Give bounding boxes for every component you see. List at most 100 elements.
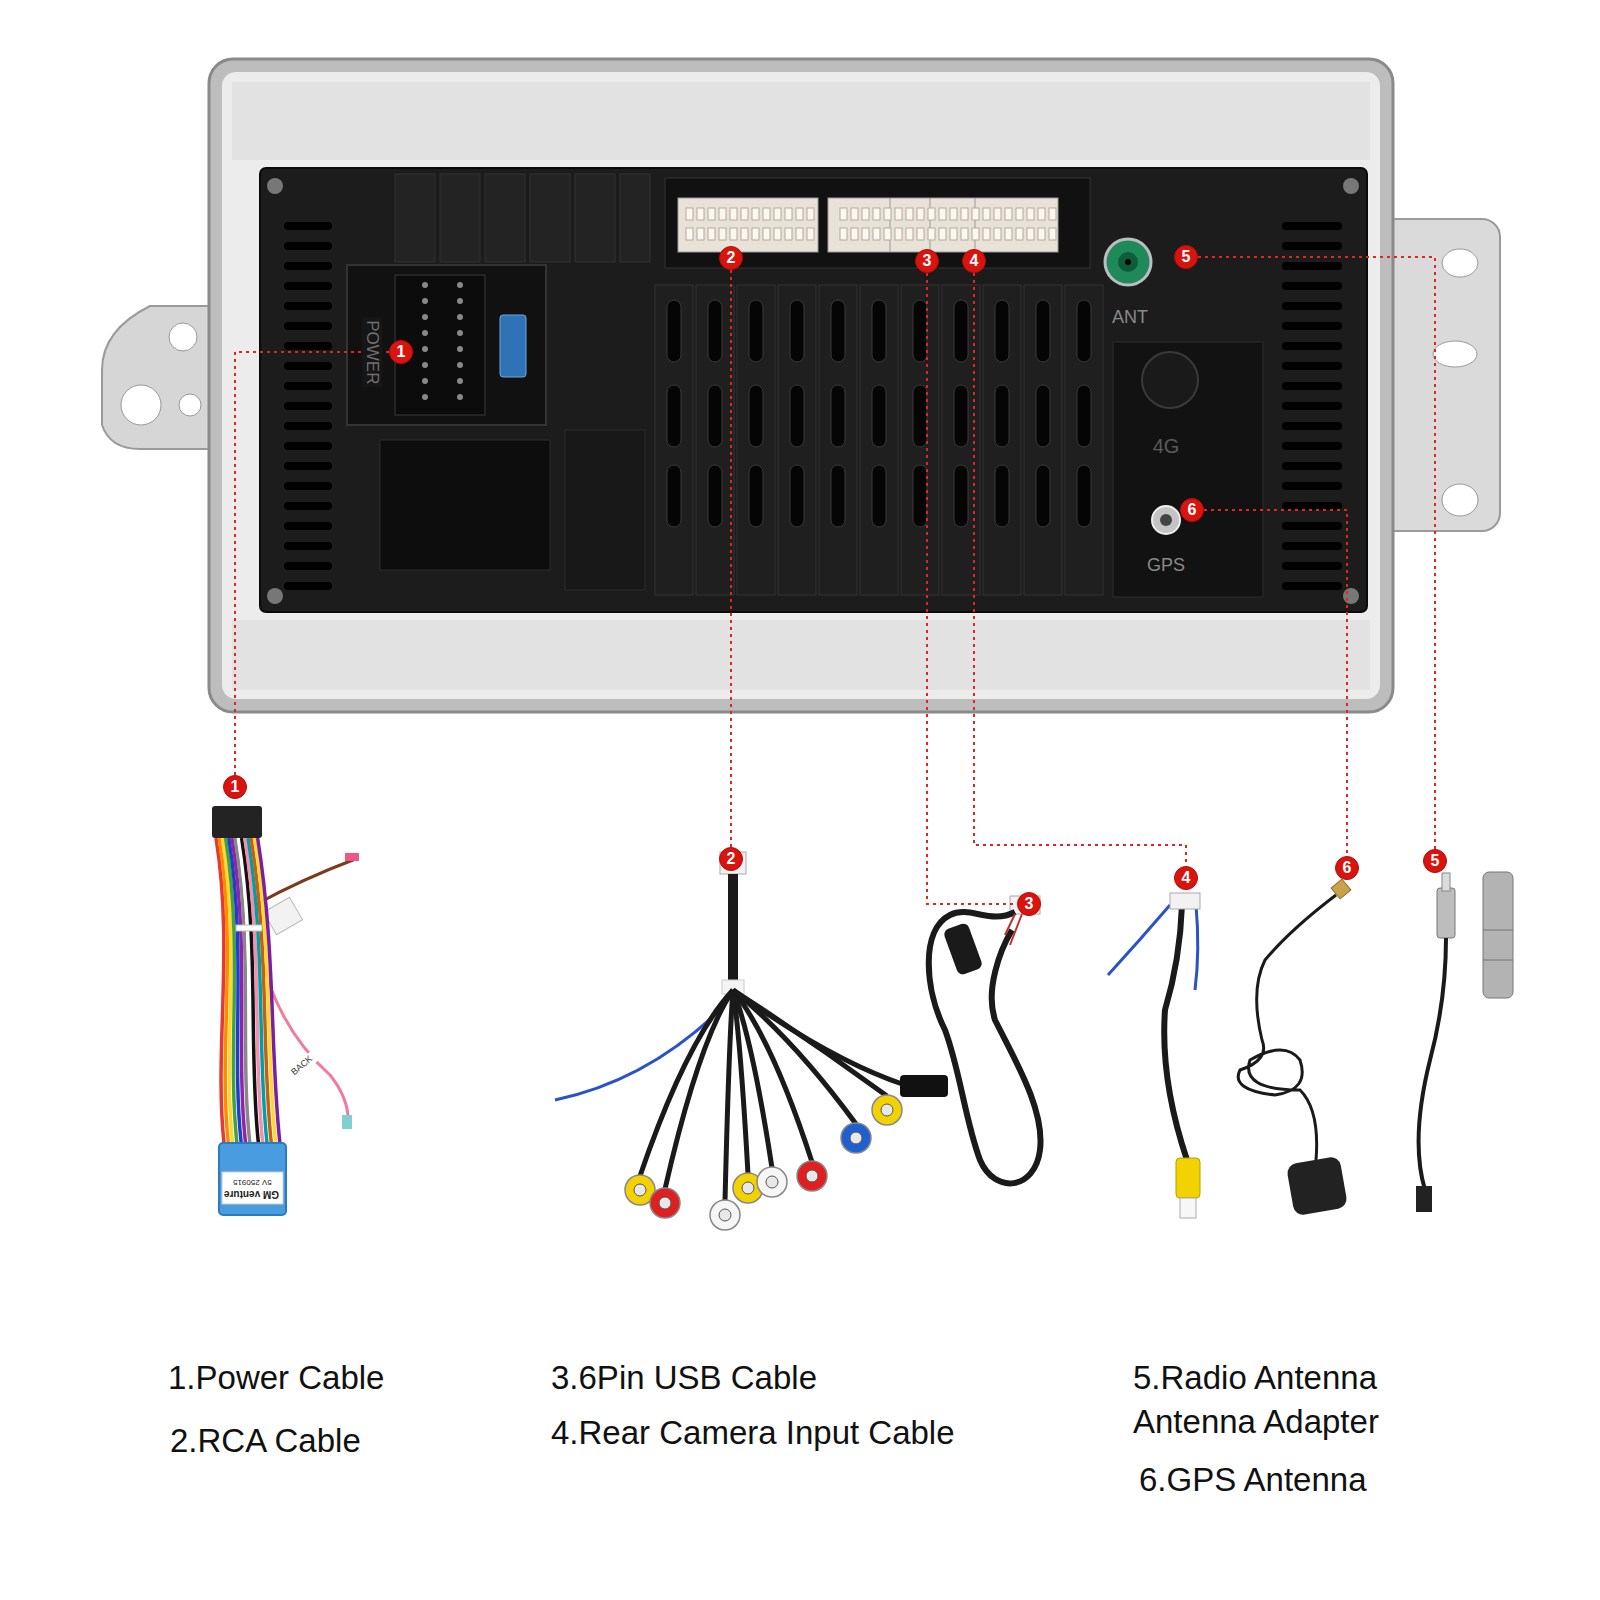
metal-frame-part [232, 620, 1370, 690]
socket-pins-part [928, 208, 935, 220]
cooling-grill-part [1077, 300, 1091, 362]
socket-pins-part [1049, 228, 1056, 240]
socket-pins-part [1027, 228, 1034, 240]
cooling-grill-part [790, 465, 804, 527]
power-pins-part [457, 378, 463, 384]
harness-sockets-part [828, 198, 1058, 252]
cooling-grill-part [995, 300, 1009, 362]
cooling-grill-part [667, 465, 681, 527]
socket-pins-part [774, 208, 781, 220]
cooling-grill-part [1036, 385, 1050, 447]
socket-pins-part [972, 228, 979, 240]
gps-socket-part [1160, 514, 1172, 526]
vent-slots-part [1282, 482, 1342, 490]
harness-sockets-part [890, 198, 891, 252]
rca-cable-part [757, 1167, 787, 1197]
cooling-grill-part [1077, 385, 1091, 447]
callout-text: 2 [727, 250, 736, 266]
rca-cable-part [841, 1123, 871, 1153]
socket-pins-part [950, 208, 957, 220]
callout-number: 4 [962, 249, 986, 273]
power-connector-part [219, 1143, 286, 1215]
metal-frame-part [222, 72, 1380, 699]
rear-panel-part [267, 178, 283, 194]
socket-pins-part [895, 208, 902, 220]
cooling-grill-part [696, 285, 734, 595]
socket-pins-part [961, 228, 968, 240]
socket-pins-part [983, 208, 990, 220]
vent-slots-part [284, 302, 332, 310]
rca-cable-part [659, 1197, 671, 1209]
socket-pins-part [862, 228, 869, 240]
socket-pins-part [1038, 228, 1045, 240]
wire-tag: BACK [286, 1052, 317, 1081]
vent-slots-part [1282, 582, 1342, 590]
vent-slots-part [284, 522, 332, 530]
socket-pins-part [807, 228, 814, 240]
cooling-grill-part [1036, 300, 1050, 362]
cooling-grill-part [831, 465, 845, 527]
vent-slots-part [284, 482, 332, 490]
cooling-grill-part [778, 285, 816, 595]
socket-pins-part [796, 228, 803, 240]
radio-antenna-part [1416, 1186, 1432, 1212]
cable-caption: 6.GPS Antenna [1139, 1462, 1367, 1498]
rca-cable [555, 852, 948, 1230]
power-pins-part [457, 346, 463, 352]
power-harness-part [258, 838, 280, 1143]
power-pins-part [457, 330, 463, 336]
power-pins-part [457, 314, 463, 320]
vent-slots-part [1282, 442, 1342, 450]
power-harness-part [342, 1115, 352, 1129]
callout-text: 1 [397, 344, 406, 360]
power-pins-part [422, 282, 428, 288]
rca-cable-part [766, 1176, 778, 1188]
vent-slots-part [1282, 282, 1342, 290]
socket-pins-part [1049, 208, 1056, 220]
cooling-grill-part [1024, 285, 1062, 595]
socket-pins-part [884, 228, 891, 240]
camera-cable-part [1170, 893, 1200, 909]
socket-pins-part [752, 208, 759, 220]
gps-socket [1152, 506, 1180, 534]
cooling-grill-part [667, 385, 681, 447]
power-connector [212, 806, 286, 1215]
cooling-grill [655, 285, 1103, 595]
cooling-grill-part [749, 465, 763, 527]
rca-cable-part [728, 874, 738, 985]
socket-pins-part [840, 228, 847, 240]
callout-number: 6 [1180, 498, 1204, 522]
cooling-grill-part [708, 385, 722, 447]
usb-cable [929, 896, 1041, 1183]
socket-pins-part [1038, 208, 1045, 220]
cooling-grill-part [831, 300, 845, 362]
socket-pins-part [906, 228, 913, 240]
power-harness-part [236, 925, 262, 931]
vent-slots-part [284, 542, 332, 550]
vent-slots-part [284, 402, 332, 410]
vent-slots-part [284, 562, 332, 570]
socket-pins-part [1005, 208, 1012, 220]
socket-pins-part [895, 228, 902, 240]
socket-pins-part [807, 208, 814, 220]
vent-slots-part [1282, 462, 1342, 470]
heat-sink-part [575, 174, 615, 262]
vent-slots-part [1282, 242, 1342, 250]
cooling-grill-part [708, 465, 722, 527]
rca-cable-part [665, 990, 733, 1189]
power-pins-part [457, 298, 463, 304]
radio-antenna-part [1442, 873, 1450, 891]
rca-cable-part [725, 990, 733, 1201]
cable-caption: Antenna Adapter [1133, 1404, 1379, 1440]
vent-slots-part [284, 462, 332, 470]
callout-number: 5 [1174, 245, 1198, 269]
usb-cable-part [1005, 914, 1022, 945]
socket-pins-part [697, 228, 704, 240]
power-pins-part [422, 378, 428, 384]
callout-number: 3 [915, 249, 939, 273]
socket-pins-part [774, 228, 781, 240]
socket-pins-part [686, 208, 693, 220]
rca-cable-part [650, 1188, 680, 1218]
leader-line [974, 273, 1186, 866]
